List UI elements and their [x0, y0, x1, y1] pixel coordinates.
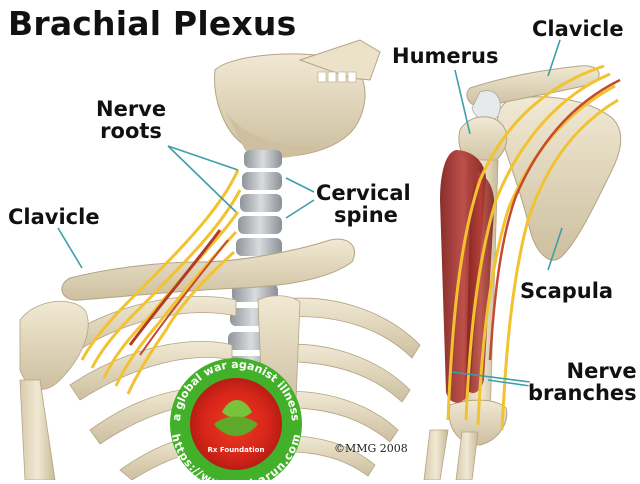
label-nerve-branches: Nerve branches [528, 360, 637, 404]
leaders-left [57, 145, 315, 269]
label-nerve-branches-line2: branches [528, 381, 637, 405]
leaders-right [451, 39, 563, 387]
label-scapula: Scapula [520, 279, 614, 303]
copyright-notice: ©MMG 2008 [334, 442, 408, 455]
label-nerve-branches-line1: Nerve [566, 359, 637, 383]
diagram-title: Brachial Plexus [8, 4, 297, 43]
plexus-nerves-left [80, 169, 242, 395]
label-nerve-roots: Nerve roots [96, 98, 166, 142]
skull-jaw [214, 39, 381, 158]
seal-center-text: Rx Foundation [208, 446, 265, 454]
label-nerve-roots-line1: Nerve [96, 97, 167, 121]
label-humerus: Humerus [392, 44, 499, 68]
label-clavicle-right: Clavicle [532, 17, 624, 41]
label-cervical-spine-line1: Cervical [316, 181, 411, 205]
plexus-nerves-right [446, 64, 621, 431]
label-cervical-spine-line2: spine [334, 203, 398, 227]
left-shoulder [19, 300, 89, 481]
label-clavicle-left: Clavicle [8, 205, 100, 229]
label-nerve-roots-line2: roots [100, 119, 162, 143]
label-cervical-spine: Cervical spine [316, 182, 411, 226]
